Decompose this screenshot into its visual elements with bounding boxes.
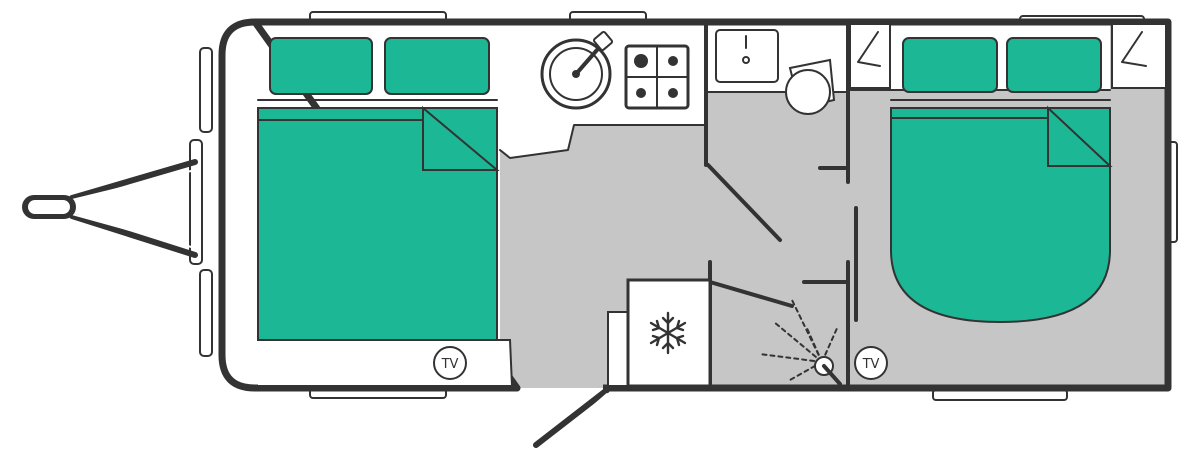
sink-icon [540,30,614,110]
washroom [704,20,779,167]
shower-icon [759,299,842,386]
wardrobe-hanger-icon [849,23,891,89]
tv-label-front: TV [441,357,459,372]
tv-icon: TV [854,346,888,380]
entrance-door [533,387,610,448]
wardrobe-hanger-icon [1111,23,1167,89]
tow-hitch-icon [22,159,198,258]
tv-label-rear: TV [862,357,880,372]
hob-icon [624,44,690,110]
fridge-snowflake-icon [607,278,712,388]
toilet-icon [785,58,836,115]
rear-bed [890,37,1113,324]
outer-wall [218,18,1172,392]
windows [189,11,1178,401]
tv-icon: TV [433,346,467,380]
front-bed [257,37,514,387]
